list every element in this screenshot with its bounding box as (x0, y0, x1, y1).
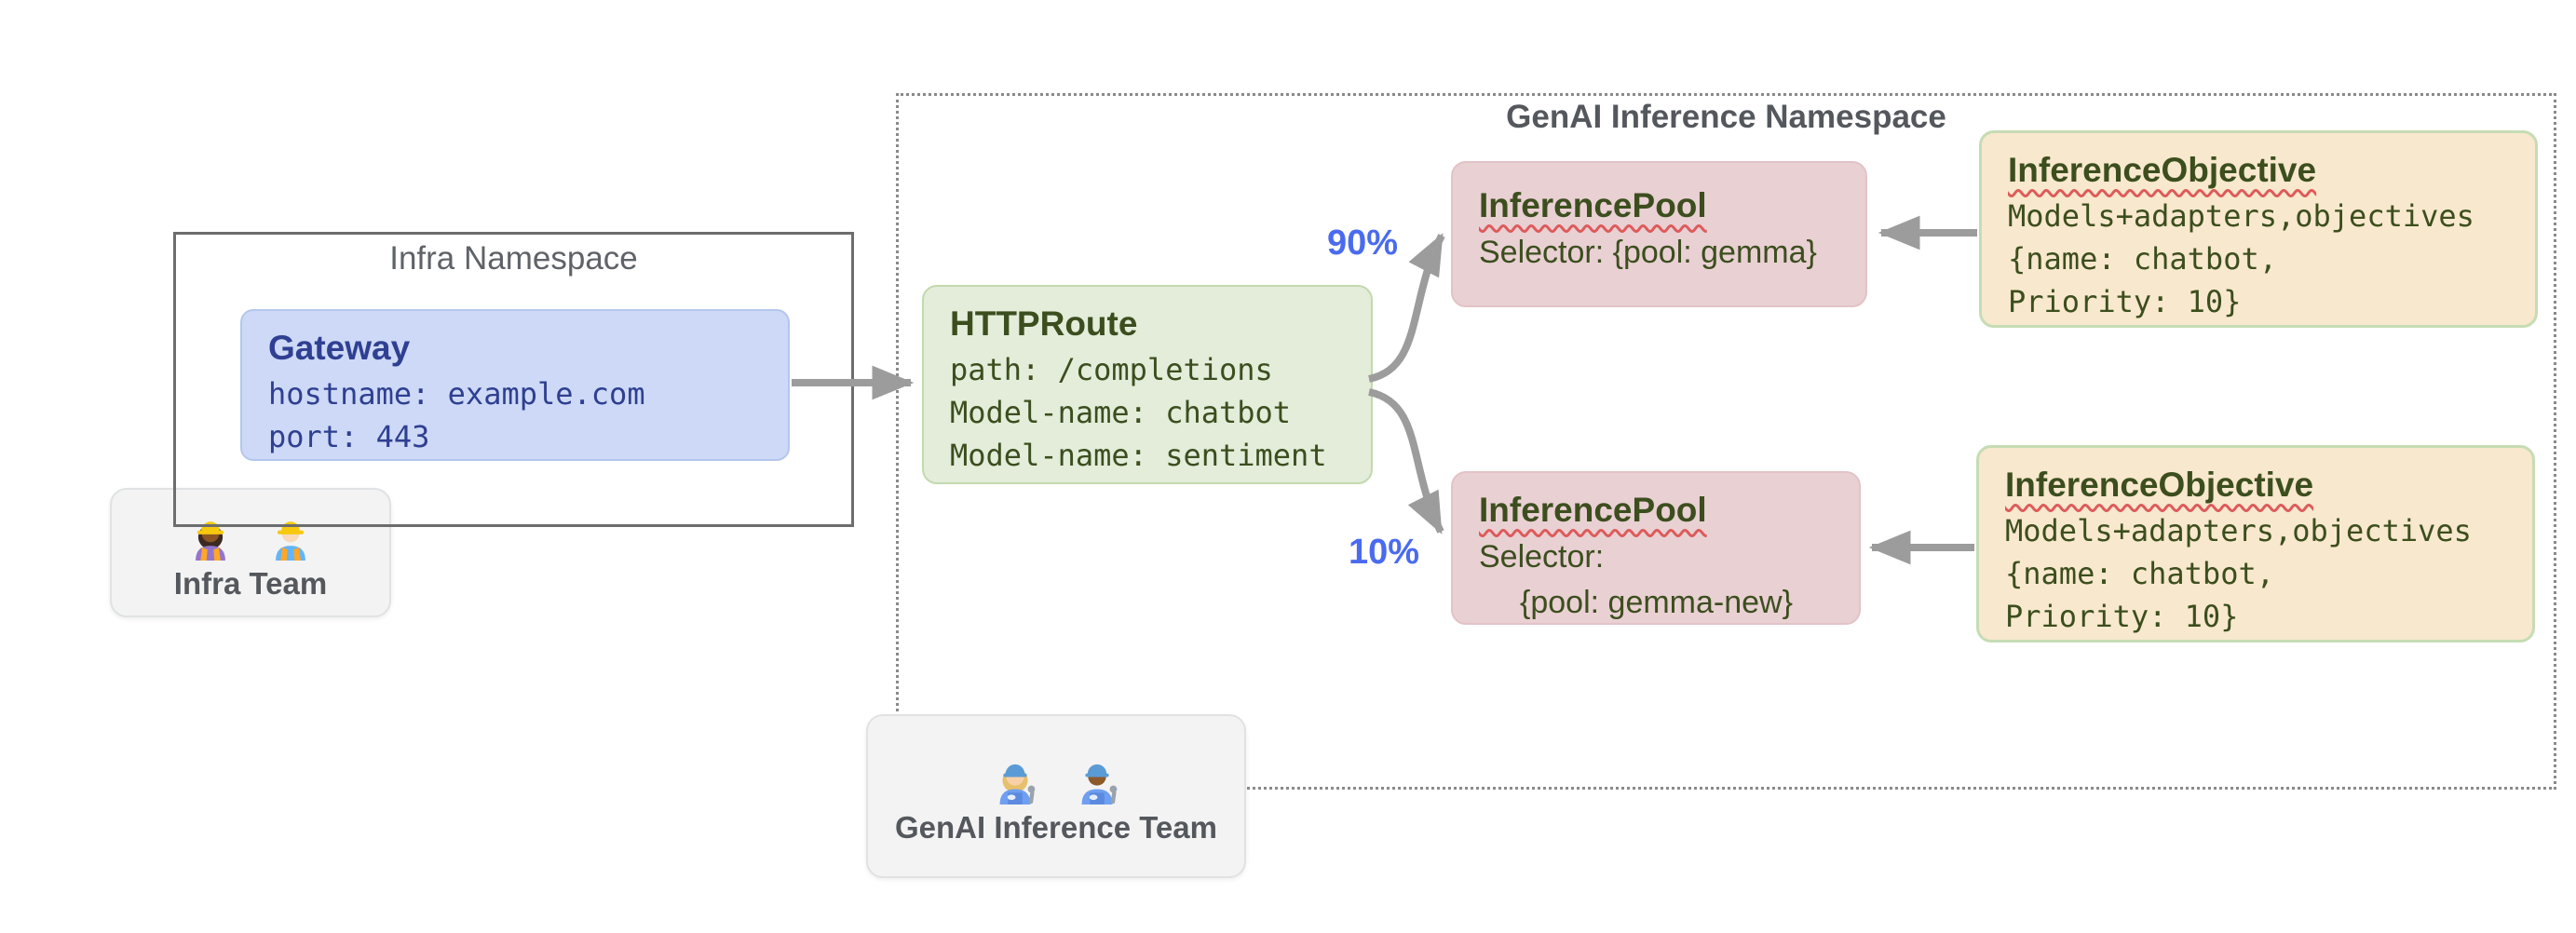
inference-pool-top-selector-line: Selector: {pool: gemma} (1479, 235, 1817, 270)
gateway-hostname-line: hostname: example.com (268, 376, 645, 412)
inference-objective-top-line-1: Models+adapters,objectives (2008, 198, 2474, 234)
genai-inference-namespace-title: GenAI Inference Namespace (1506, 99, 1946, 135)
gateway-box: Gateway hostname: example.com port: 443 (240, 309, 790, 461)
genai-inference-namespace-box (896, 93, 2556, 790)
inference-pool-bottom-title: InferencePool (1479, 491, 1707, 529)
infra-namespace-title: Infra Namespace (389, 240, 638, 277)
genai-inference-team-card: GenAI Inference Team (866, 714, 1246, 878)
inference-objective-top-line-2: {name: chatbot, (2008, 241, 2277, 277)
inference-pool-bottom-pool-line: {pool: gemma-new} (1520, 585, 1793, 620)
inference-pool-bottom-box: InferencePool Selector: {pool: gemma-new… (1451, 471, 1861, 625)
infra-team-label: Infra Team (173, 565, 328, 601)
traffic-split-90-label: 90% (1327, 223, 1399, 263)
inference-objective-top-title: InferenceObjective (2008, 151, 2317, 189)
inference-objective-bottom-line-1: Models+adapters,objectives (2005, 513, 2472, 548)
inference-pool-bottom-selector-line: Selector: (1479, 539, 1605, 575)
inference-pool-top-title: InferencePool (1479, 186, 1707, 224)
traffic-split-10-label: 10% (1349, 533, 1420, 572)
mechanic-man-icon (1081, 764, 1118, 805)
gateway-title: Gateway (268, 329, 411, 367)
inference-objective-bottom-line-3: Priority: 10} (2005, 599, 2239, 634)
inference-objective-bottom-line-2: {name: chatbot, (2005, 556, 2274, 591)
httproute-model-sentiment-line: Model-name: sentiment (950, 438, 1327, 473)
inference-objective-top-box: InferenceObjective Models+adapters,objec… (1979, 130, 2538, 328)
httproute-title: HTTPRoute (950, 304, 1138, 343)
httproute-box: HTTPRoute path: /completions Model-name:… (922, 285, 1373, 484)
genai-team-label: GenAI Inference Team (894, 810, 1217, 845)
inference-objective-bottom-title: InferenceObjective (2005, 466, 2314, 504)
gateway-port-line: port: 443 (268, 419, 430, 454)
genai-team-icons (986, 747, 1126, 805)
inference-objective-top-line-3: Priority: 10} (2008, 284, 2242, 319)
mechanic-woman-icon (999, 764, 1036, 805)
httproute-path-line: path: /completions (950, 352, 1273, 387)
inference-objective-bottom-box: InferenceObjective Models+adapters,objec… (1976, 445, 2535, 642)
httproute-model-chatbot-line: Model-name: chatbot (950, 395, 1292, 430)
inference-pool-top-box: InferencePool Selector: {pool: gemma} (1451, 161, 1867, 307)
